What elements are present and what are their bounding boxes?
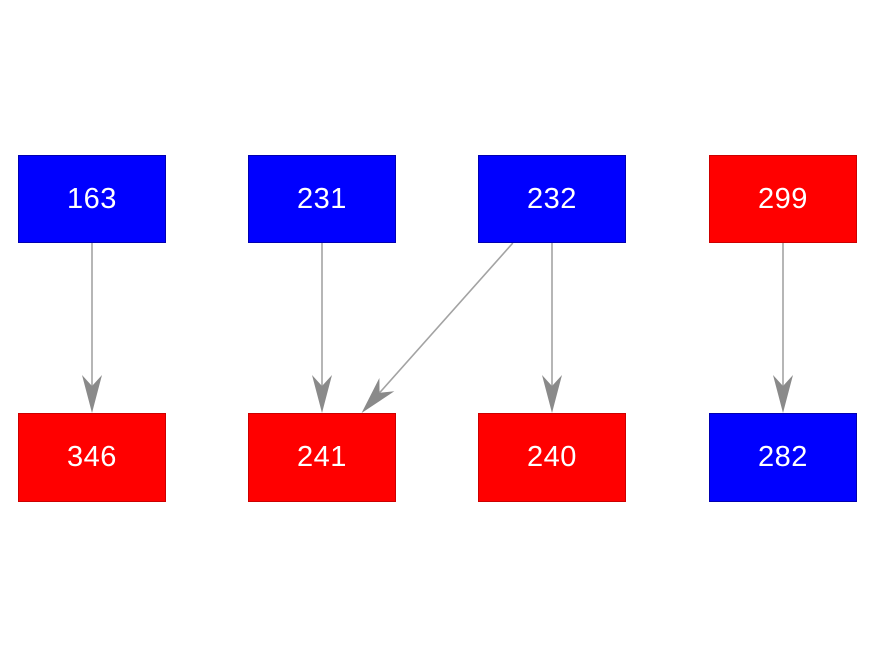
node-label: 346 xyxy=(67,441,117,473)
arrowhead-icon xyxy=(361,377,395,413)
node-label: 299 xyxy=(758,182,808,215)
node-299: 299 xyxy=(709,155,857,243)
node-241: 241 xyxy=(248,413,396,502)
edge-232-240 xyxy=(542,243,562,413)
node-232: 232 xyxy=(478,155,626,243)
node-label: 240 xyxy=(527,441,577,473)
node-label: 241 xyxy=(297,441,347,473)
node-240: 240 xyxy=(478,413,626,502)
edge-231-241 xyxy=(312,243,332,413)
arrowhead-icon xyxy=(312,375,332,413)
edge-163-346 xyxy=(82,243,102,413)
edge-299-282 xyxy=(773,243,793,413)
arrowhead-icon xyxy=(542,375,562,413)
node-label: 231 xyxy=(297,182,347,215)
node-163: 163 xyxy=(18,155,166,243)
node-346: 346 xyxy=(18,413,166,502)
arrowhead-icon xyxy=(82,375,102,413)
node-231: 231 xyxy=(248,155,396,243)
arrowhead-icon xyxy=(773,375,793,413)
node-282: 282 xyxy=(709,413,857,502)
node-label: 282 xyxy=(758,441,808,473)
node-label: 163 xyxy=(67,182,117,215)
edge-line xyxy=(378,242,514,394)
edge-232-241 xyxy=(361,242,514,413)
node-label: 232 xyxy=(527,182,577,215)
